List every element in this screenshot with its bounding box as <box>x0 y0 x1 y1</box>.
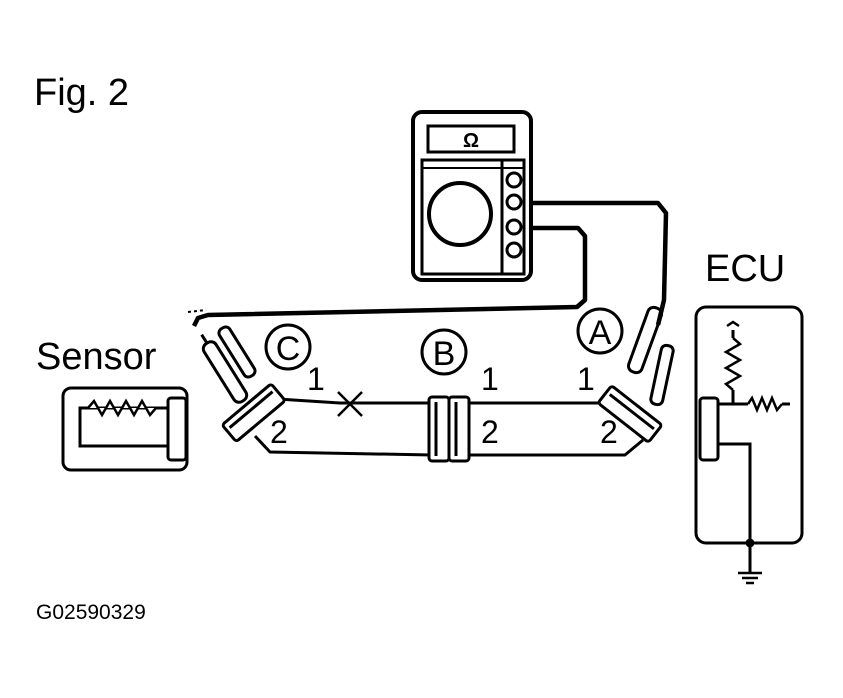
lead-tip-marks <box>187 309 207 313</box>
probe-c <box>200 325 257 404</box>
ecu-box <box>694 305 804 585</box>
svg-text:A: A <box>589 314 612 352</box>
connector-a <box>597 385 663 443</box>
connector-c-callout: C <box>264 323 312 371</box>
pin-a-2: 2 <box>600 414 618 450</box>
pin-numbers: 1 2 1 2 1 2 <box>270 361 618 450</box>
multimeter: Ω <box>411 110 533 282</box>
sensor-resistor <box>87 398 157 418</box>
sensor-label: Sensor <box>36 336 157 378</box>
figure-code: G02590329 <box>36 601 146 624</box>
pin-c-1: 1 <box>307 361 325 397</box>
pin-b-2: 2 <box>481 414 499 450</box>
pin-b-1: 1 <box>481 361 499 397</box>
pin-a-1: 1 <box>577 361 595 397</box>
pin-c-2: 2 <box>270 414 288 450</box>
connector-labels: C B A <box>264 307 624 376</box>
connector-b-callout: B <box>420 328 468 376</box>
probe-a <box>626 305 675 407</box>
meter-display-symbol: Ω <box>463 130 479 152</box>
meter-leads <box>191 200 669 328</box>
connector-b <box>427 395 471 463</box>
connector-a-callout: A <box>576 307 624 355</box>
ecu-label: ECU <box>705 248 786 290</box>
sensor-box <box>61 386 189 472</box>
open-circuit-mark <box>337 391 363 417</box>
svg-text:C: C <box>276 330 301 368</box>
connector-c <box>221 383 286 443</box>
figure-title: Fig. 2 <box>34 72 130 114</box>
svg-text:B: B <box>433 335 456 373</box>
